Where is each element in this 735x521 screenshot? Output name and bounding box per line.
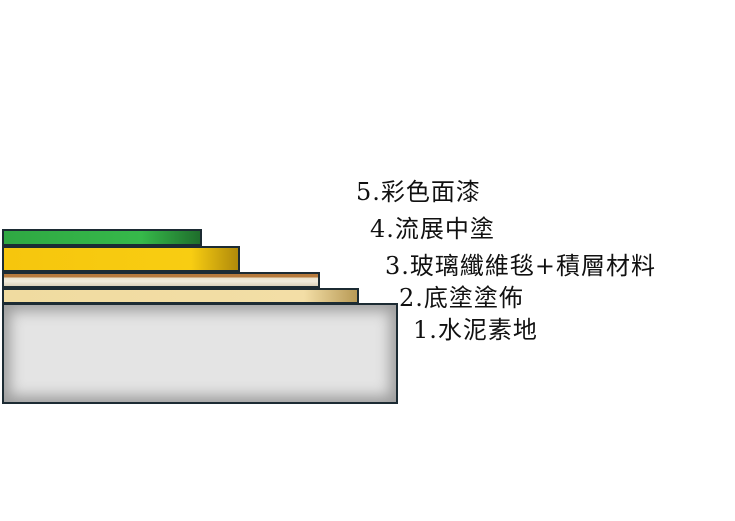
layer-fiberglass-bar [2,272,320,288]
layer-topcoat-label: 5.彩色面漆 [356,178,481,206]
layer-concrete-bar [2,303,398,404]
layer-primer-label: 2.底塗塗佈 [399,284,524,312]
layer-concrete-label: 1.水泥素地 [413,316,538,344]
layer-fiberglass-label: 3.玻璃纖維毯+積層材料 [385,252,657,280]
layer-midcoat-bar [2,246,240,272]
layer-topcoat-bar [2,229,202,246]
layer-primer-bar [2,288,359,304]
layer-midcoat-label: 4.流展中塗 [370,215,495,243]
